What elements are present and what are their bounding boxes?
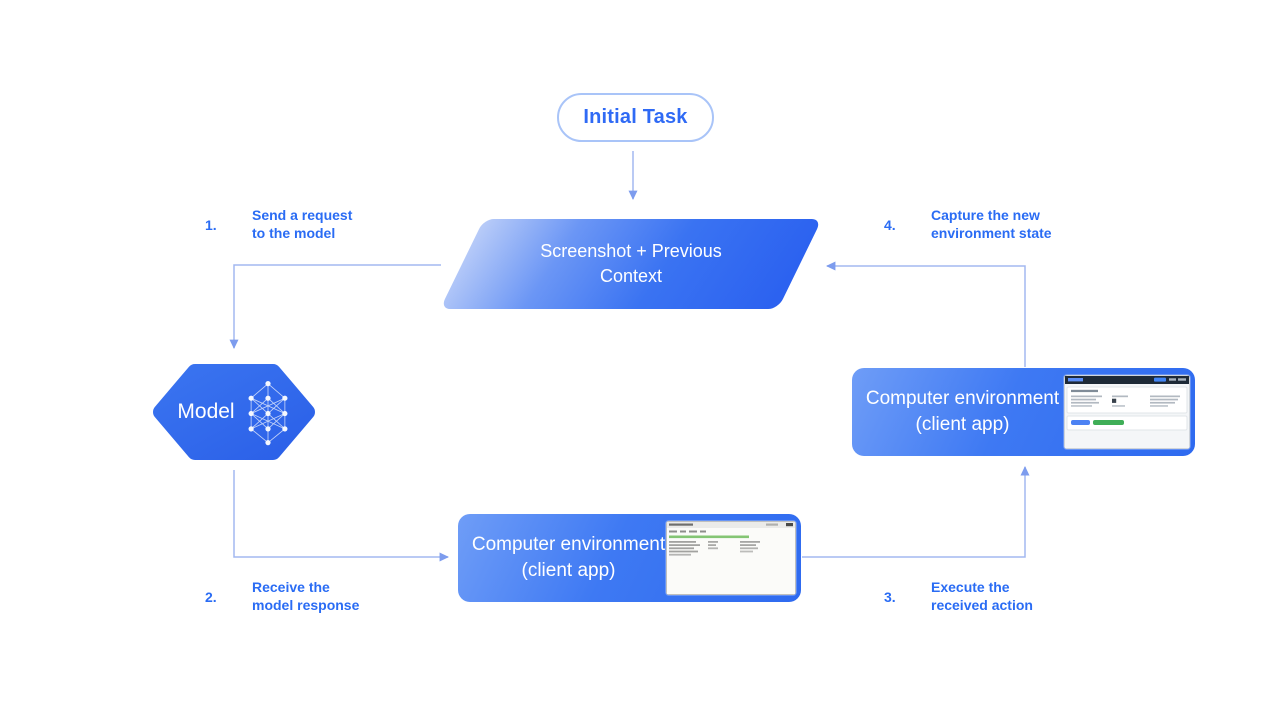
step-4-line1: Capture the new <box>931 207 1040 223</box>
computer-environment-right-label: Computer environment (client app) <box>860 386 1065 438</box>
step-2-text: Receive the model response <box>252 579 359 614</box>
connector-new-state-to-screenshot <box>826 261 1026 367</box>
model-label: Model <box>177 400 235 423</box>
step-3-text: Execute the received action <box>931 579 1033 614</box>
step-4-text: Capture the new environment state <box>931 207 1052 242</box>
screenshot-context-node: Screenshot + Previous Context <box>440 219 822 309</box>
hexagon-shape <box>153 364 315 460</box>
step-2-line1: Receive the <box>252 579 330 595</box>
step-2-line2: model response <box>252 596 360 613</box>
step-1-line2: to the model <box>252 224 336 241</box>
model-node: Model <box>152 363 316 461</box>
connector-computer-env-to-new-state <box>802 466 1030 558</box>
screenshot-context-label-line1: Screenshot + Previous <box>540 241 722 261</box>
step-1-line1: Send a request <box>252 207 353 223</box>
step-4-line2: environment state <box>931 224 1052 241</box>
initial-task-label: Initial Task <box>583 106 688 128</box>
desktop-app-screenshot-thumbnail <box>666 521 796 595</box>
env-bottom-label-line2: (client app) <box>521 560 616 581</box>
step-3-number: 3. <box>884 588 896 605</box>
connector-model-to-computer-env <box>233 470 449 562</box>
step-4-capture-state: 4. Capture the new environment state <box>884 207 1052 242</box>
env-right-label-line2: (client app) <box>915 414 1010 435</box>
step-3-line1: Execute the <box>931 579 1010 595</box>
computer-environment-right-node: Computer environment (client app) <box>852 368 1195 456</box>
step-4-number: 4. <box>884 216 896 233</box>
initial-task-node: Initial Task <box>557 93 714 142</box>
web-app-screenshot-thumbnail <box>1064 375 1190 449</box>
screenshot-context-label-line2: Context <box>599 266 663 286</box>
step-2-number: 2. <box>205 588 217 605</box>
neural-network-icon <box>248 381 288 446</box>
env-right-label-line1: Computer environment <box>865 388 1060 409</box>
step-1-text: Send a request to the model <box>252 207 352 242</box>
computer-environment-bottom-label: Computer environment (client app) <box>466 532 671 584</box>
computer-environment-bottom-node: Computer environment (client app) <box>458 514 801 602</box>
step-1-number: 1. <box>205 216 217 233</box>
step-2-receive-response: 2. Receive the model response <box>205 579 359 614</box>
env-bottom-label-line1: Computer environment <box>471 534 666 555</box>
connector-screenshot-to-model <box>229 264 441 349</box>
step-3-execute-action: 3. Execute the received action <box>884 579 1033 614</box>
step-1-send-request: 1. Send a request to the model <box>205 207 352 242</box>
step-3-line2: received action <box>931 596 1033 613</box>
